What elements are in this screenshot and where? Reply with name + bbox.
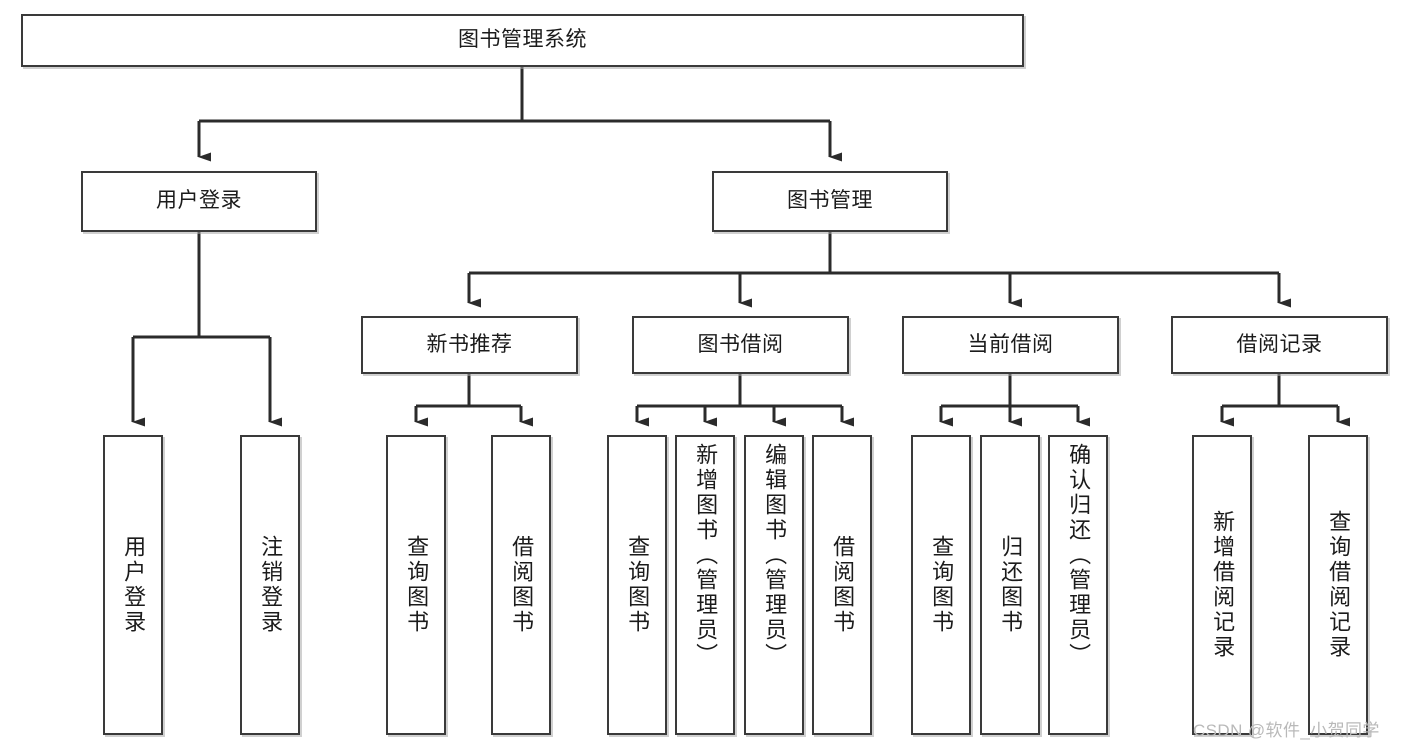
node-borrow-record-label: 借阅记录 xyxy=(1236,332,1323,356)
node-leaf-query-record-label: 查询借阅记录 xyxy=(1326,510,1352,660)
node-leaf-user-login-label: 用户登录 xyxy=(121,535,147,635)
node-user-login[interactable]: 用户登录 xyxy=(81,171,317,232)
node-leaf-query-book-2[interactable]: 查询图书 xyxy=(607,435,667,735)
node-leaf-query-record[interactable]: 查询借阅记录 xyxy=(1308,435,1368,735)
node-leaf-confirm-return-label: 确认归还（管理员） xyxy=(1066,443,1092,668)
node-new-book-recommend[interactable]: 新书推荐 xyxy=(361,316,578,374)
node-leaf-return-book[interactable]: 归还图书 xyxy=(980,435,1040,735)
csdn-watermark: CSDN @软件_小贺同学 xyxy=(1193,721,1380,740)
node-leaf-add-book-label: 新增图书（管理员） xyxy=(693,443,719,668)
node-book-borrow-label: 图书借阅 xyxy=(697,332,784,356)
node-leaf-query-book-3-label: 查询图书 xyxy=(929,535,955,635)
node-borrow-record[interactable]: 借阅记录 xyxy=(1171,316,1388,374)
node-user-login-label: 用户登录 xyxy=(156,189,242,213)
node-leaf-logout[interactable]: 注销登录 xyxy=(240,435,300,735)
node-root[interactable]: 图书管理系统 xyxy=(21,14,1024,67)
node-leaf-borrow-book-1-label: 借阅图书 xyxy=(509,535,535,635)
node-current-borrow[interactable]: 当前借阅 xyxy=(902,316,1119,374)
node-root-label: 图书管理系统 xyxy=(458,28,587,52)
node-leaf-confirm-return[interactable]: 确认归还（管理员） xyxy=(1048,435,1108,735)
node-leaf-user-login[interactable]: 用户登录 xyxy=(103,435,163,735)
node-book-management[interactable]: 图书管理 xyxy=(712,171,948,232)
node-leaf-borrow-book-1[interactable]: 借阅图书 xyxy=(491,435,551,735)
node-book-borrow[interactable]: 图书借阅 xyxy=(632,316,849,374)
node-leaf-edit-book[interactable]: 编辑图书（管理员） xyxy=(744,435,804,735)
node-leaf-borrow-book-2[interactable]: 借阅图书 xyxy=(812,435,872,735)
node-leaf-add-book[interactable]: 新增图书（管理员） xyxy=(675,435,735,735)
node-leaf-query-book-1-label: 查询图书 xyxy=(404,535,430,635)
node-book-management-label: 图书管理 xyxy=(787,189,873,213)
node-current-borrow-label: 当前借阅 xyxy=(967,332,1054,356)
node-leaf-edit-book-label: 编辑图书（管理员） xyxy=(762,443,788,668)
node-leaf-logout-label: 注销登录 xyxy=(258,535,284,635)
node-new-book-recommend-label: 新书推荐 xyxy=(426,332,513,356)
node-leaf-query-book-1[interactable]: 查询图书 xyxy=(386,435,446,735)
node-leaf-query-book-2-label: 查询图书 xyxy=(625,535,651,635)
node-leaf-borrow-book-2-label: 借阅图书 xyxy=(830,535,856,635)
node-leaf-query-book-3[interactable]: 查询图书 xyxy=(911,435,971,735)
node-leaf-return-book-label: 归还图书 xyxy=(998,535,1024,635)
node-leaf-add-record[interactable]: 新增借阅记录 xyxy=(1192,435,1252,735)
node-leaf-add-record-label: 新增借阅记录 xyxy=(1210,510,1236,660)
